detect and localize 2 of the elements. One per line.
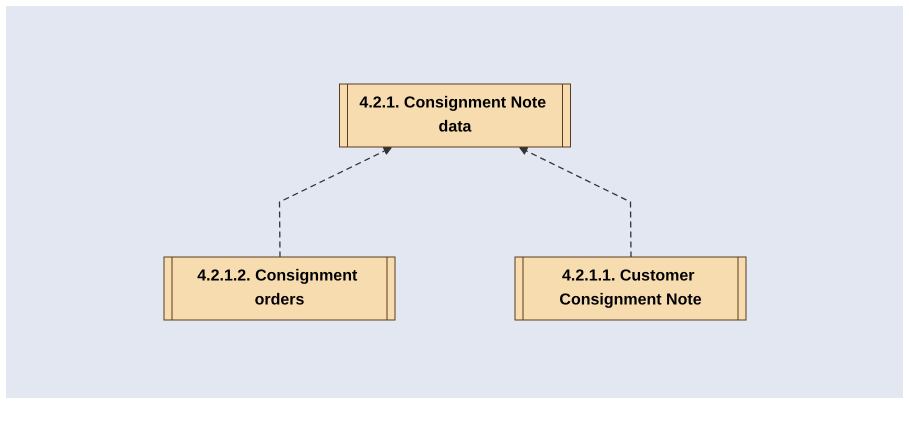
arrow (278, 147, 392, 258)
arrow (518, 147, 632, 258)
